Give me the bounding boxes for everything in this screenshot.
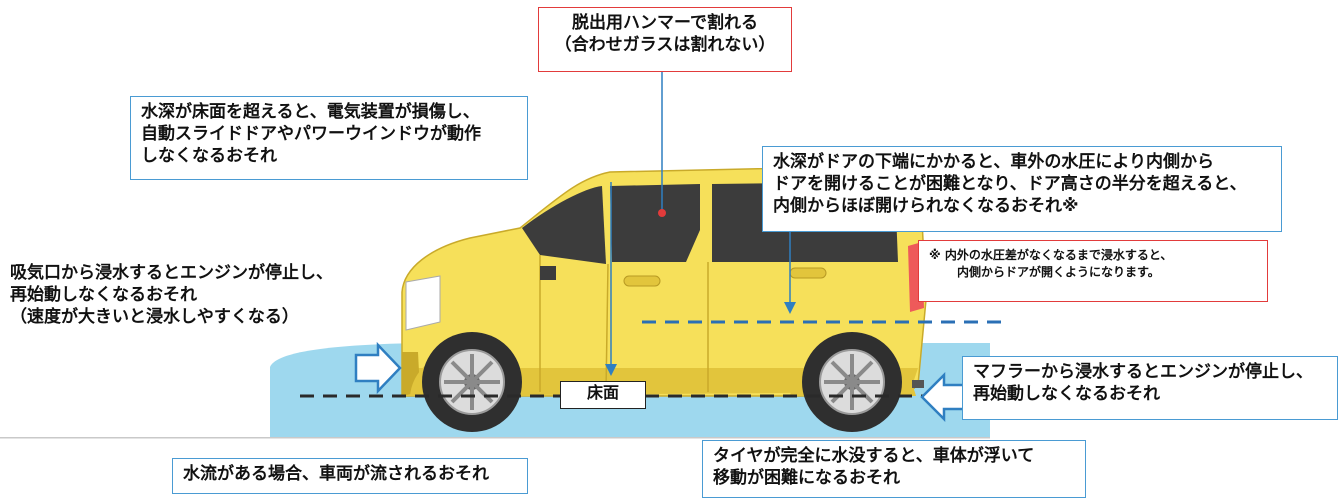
tire-line-1: タイヤが完全に水没すると、車体が浮いて (713, 446, 1035, 466)
current-line-1: 水流がある場合、車両が流されるおそれ (183, 464, 489, 484)
electrical-line-1: 水深が床面を超えると、電気装置が損傷し、 (141, 102, 480, 122)
rear-wheel (802, 332, 902, 432)
glass-marker (658, 209, 666, 217)
intake-line-1: 吸気口から浸水するとエンジンが停止し、 (10, 263, 333, 283)
intake-line-2: 再始動しなくなるおそれ (10, 285, 197, 305)
tire-line-2: 移動が困難になるおそれ (713, 468, 900, 488)
muffler-line-1: マフラーから浸水するとエンジンが停止し、 (973, 362, 1313, 382)
door-line-3: 内側からほぼ開けられなくなるおそれ※ (773, 196, 1079, 216)
current-callout: 水流がある場合、車両が流されるおそれ (172, 458, 528, 494)
floor-arrowhead (605, 364, 617, 376)
door-pressure-callout: 水深がドアの下端にかかると、車外の水圧により内側から ドアを開けることが困難とな… (762, 146, 1282, 232)
door-arrowhead (784, 302, 796, 314)
hammer-line-2: （合わせガラスは割れない） (554, 35, 776, 55)
electrical-line-2: 自動スライドドアやパワーウインドウが動作 (141, 124, 481, 144)
floor-label: 床面 (560, 381, 646, 409)
note-line-1: ※ 内外の水圧差がなくなるまで浸水すると、 (929, 248, 1173, 262)
hammer-line-1: 脱出用ハンマーで割れる (572, 13, 758, 33)
intake-line-3: （速度が大きいと浸水しやすくなる） (10, 307, 299, 327)
door-line-1: 水深がドアの下端にかかると、車外の水圧により内側から (773, 152, 1214, 172)
pressure-note: ※ 内外の水圧差がなくなるまで浸水すると、 内側からドアが開くようになります。 (918, 240, 1268, 302)
muffler-callout: マフラーから浸水するとエンジンが停止し、 再始動しなくなるおそれ (962, 356, 1338, 420)
tire-callout: タイヤが完全に水没すると、車体が浮いて 移動が困難になるおそれ (702, 440, 1086, 498)
intake-arrow-icon (354, 341, 402, 395)
electrical-callout: 水深が床面を超えると、電気装置が損傷し、 自動スライドドアやパワーウインドウが動… (130, 96, 528, 180)
electrical-line-3: しなくなるおそれ (141, 146, 277, 166)
front-wheel (422, 332, 522, 432)
door-line-2: ドアを開けることが困難となり、ドア高さの半分を超えると、 (773, 174, 1247, 194)
muffler-line-2: 再始動しなくなるおそれ (973, 384, 1160, 404)
intake-annotation: 吸気口から浸水するとエンジンが停止し、 再始動しなくなるおそれ （速度が大きいと… (10, 262, 333, 328)
leader-lines (610, 72, 791, 372)
hammer-callout: 脱出用ハンマーで割れる （合わせガラスは割れない） (538, 7, 792, 72)
note-line-2: 内側からドアが開くようになります。 (957, 265, 1160, 279)
